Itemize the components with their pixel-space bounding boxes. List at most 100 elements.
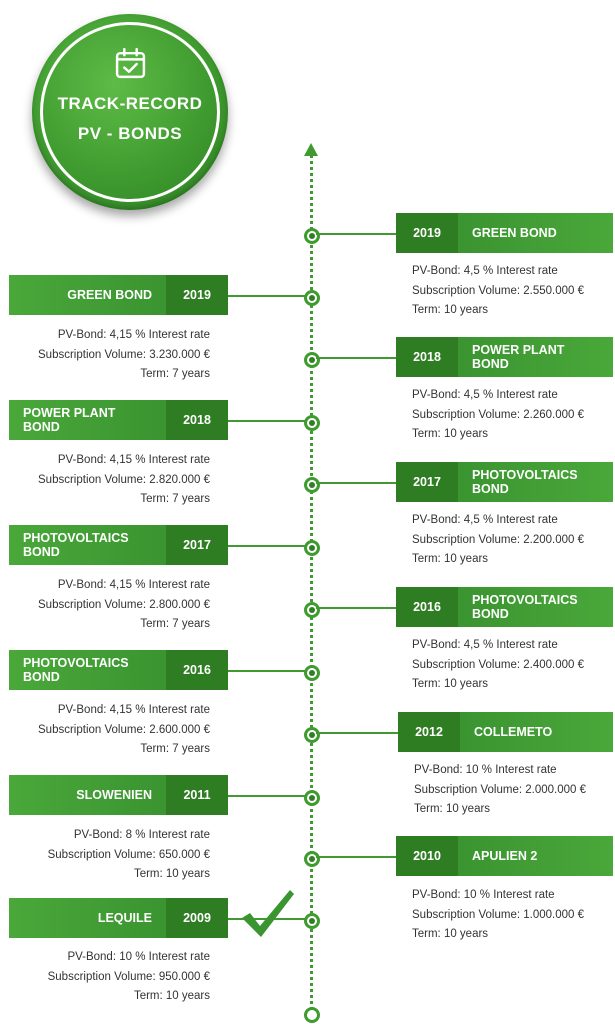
timeline-node: [304, 540, 320, 556]
bond-details: PV-Bond: 4,15 % Interest rate Subscripti…: [38, 326, 210, 385]
bond-banner-left: LEQUILE 2009: [9, 898, 228, 938]
timeline-node: [304, 477, 320, 493]
timeline-node: [304, 228, 320, 244]
timeline-node: [304, 790, 320, 806]
bond-year: 2011: [166, 775, 228, 815]
bond-rate: PV-Bond: 4,5 % Interest rate: [412, 639, 558, 651]
badge-ring: [40, 22, 220, 202]
bond-banner-left: PHOTOVOLTAICS BOND 2017: [9, 525, 228, 565]
bond-name: PHOTOVOLTAICS BOND: [458, 587, 613, 627]
bond-volume: Subscription Volume: 2.200.000 €: [412, 533, 584, 546]
timeline-node: [304, 602, 320, 618]
bond-name: SLOWENIEN: [9, 775, 166, 815]
bond-rate: PV-Bond: 4,15 % Interest rate: [57, 704, 210, 716]
bond-term: Term: 7 years: [140, 368, 210, 380]
bond-banner-left: SLOWENIEN 2011: [9, 775, 228, 815]
bond-banner-left: PHOTOVOLTAICS BOND 2016: [9, 650, 228, 690]
bond-year: 2010: [396, 836, 458, 876]
bond-term: Term: 10 years: [412, 928, 489, 940]
bond-details: PV-Bond: 4,15 % Interest rate Subscripti…: [38, 451, 210, 510]
bond-details: PV-Bond: 10 % Interest rate Subscription…: [412, 886, 584, 945]
bond-details: PV-Bond: 8 % Interest rate Subscription …: [48, 826, 210, 885]
connector-line: [316, 482, 396, 484]
bond-volume: Subscription Volume: 2.550.000 €: [412, 284, 584, 297]
timeline-node: [304, 352, 320, 368]
bond-banner-right: 2016 PHOTOVOLTAICS BOND: [396, 587, 613, 627]
timeline-end-node: [304, 1007, 320, 1023]
bond-volume: Subscription Volume: 2.800.000 €: [38, 598, 210, 611]
bond-rate: PV-Bond: 10 % Interest rate: [414, 764, 557, 776]
bond-volume: Subscription Volume: 2.400.000 €: [412, 658, 584, 671]
bond-name: PHOTOVOLTAICS BOND: [9, 525, 166, 565]
timeline-axis: [310, 150, 313, 1010]
bond-details: PV-Bond: 4,5 % Interest rate Subscriptio…: [412, 511, 584, 570]
bond-details: PV-Bond: 4,5 % Interest rate Subscriptio…: [412, 262, 584, 321]
bond-banner-left: GREEN BOND 2019: [9, 275, 228, 315]
connector-line: [316, 233, 396, 235]
bond-term: Term: 7 years: [140, 618, 210, 630]
bond-year: 2019: [396, 213, 458, 253]
bond-volume: Subscription Volume: 2.260.000 €: [412, 408, 584, 421]
bond-term: Term: 7 years: [140, 743, 210, 755]
timeline-node: [304, 415, 320, 431]
bond-banner-left: POWER PLANT BOND 2018: [9, 400, 228, 440]
bond-year: 2017: [396, 462, 458, 502]
bond-name: PHOTOVOLTAICS BOND: [458, 462, 613, 502]
bond-details: PV-Bond: 4,5 % Interest rate Subscriptio…: [412, 386, 584, 445]
bond-details: PV-Bond: 4,15 % Interest rate Subscripti…: [38, 701, 210, 760]
badge-title-line2: PV - BONDS: [77, 124, 183, 143]
connector-line: [316, 607, 396, 609]
connector-line: [316, 732, 398, 734]
bond-details: PV-Bond: 10 % Interest rate Subscription…: [48, 948, 210, 1007]
bond-rate: PV-Bond: 4,15 % Interest rate: [57, 329, 210, 341]
timeline-node: [304, 913, 320, 929]
bond-term: Term: 10 years: [412, 553, 489, 565]
bond-volume: Subscription Volume: 950.000 €: [47, 970, 210, 983]
badge-title-line1: TRACK-RECORD: [57, 94, 203, 113]
bond-banner-right: 2017 PHOTOVOLTAICS BOND: [396, 462, 613, 502]
bond-volume: Subscription Volume: 2.820.000 €: [38, 473, 210, 486]
timeline-node: [304, 665, 320, 681]
timeline-node: [304, 727, 320, 743]
connector-line: [316, 357, 396, 359]
bond-banner-right: 2019 GREEN BOND: [396, 213, 613, 253]
bond-year: 2018: [396, 337, 458, 377]
bond-name: POWER PLANT BOND: [458, 337, 613, 377]
bond-banner-right: 2012 COLLEMETO: [398, 712, 613, 752]
bond-volume: Subscription Volume: 2.000.000 €: [414, 783, 586, 796]
bond-banner-right: 2018 POWER PLANT BOND: [396, 337, 613, 377]
bond-rate: PV-Bond: 4,15 % Interest rate: [57, 579, 210, 591]
calendar-check-icon: [115, 47, 146, 79]
connector-line: [228, 295, 306, 297]
timeline-arrow-head: [304, 143, 318, 156]
bond-term: Term: 10 years: [414, 803, 491, 815]
bond-term: Term: 10 years: [133, 990, 210, 1002]
bond-name: APULIEN 2: [458, 836, 613, 876]
checkmark-icon: [242, 890, 294, 937]
bond-rate: PV-Bond: 8 % Interest rate: [73, 829, 210, 841]
bond-rate: PV-Bond: 4,5 % Interest rate: [412, 265, 558, 277]
bond-name: POWER PLANT BOND: [9, 400, 166, 440]
connector-line: [228, 545, 306, 547]
bond-term: Term: 10 years: [412, 428, 489, 440]
bond-year: 2018: [166, 400, 228, 440]
bond-year: 2009: [166, 898, 228, 938]
bond-year: 2016: [396, 587, 458, 627]
bond-details: PV-Bond: 10 % Interest rate Subscription…: [414, 761, 586, 820]
bond-name: LEQUILE: [9, 898, 166, 938]
bond-volume: Subscription Volume: 650.000 €: [47, 848, 210, 861]
bond-name: PHOTOVOLTAICS BOND: [9, 650, 166, 690]
bond-term: Term: 10 years: [133, 868, 210, 880]
bond-rate: PV-Bond: 4,15 % Interest rate: [57, 454, 210, 466]
bond-year: 2016: [166, 650, 228, 690]
timeline-node: [304, 851, 320, 867]
bond-rate: PV-Bond: 4,5 % Interest rate: [412, 389, 558, 401]
bond-year: 2012: [398, 712, 460, 752]
bond-rate: PV-Bond: 4,5 % Interest rate: [412, 514, 558, 526]
connector-line: [228, 795, 306, 797]
bond-banner-right: 2010 APULIEN 2: [396, 836, 613, 876]
connector-line: [228, 420, 306, 422]
bond-year: 2019: [166, 275, 228, 315]
connector-line: [228, 670, 306, 672]
bond-volume: Subscription Volume: 3.230.000 €: [38, 348, 210, 361]
